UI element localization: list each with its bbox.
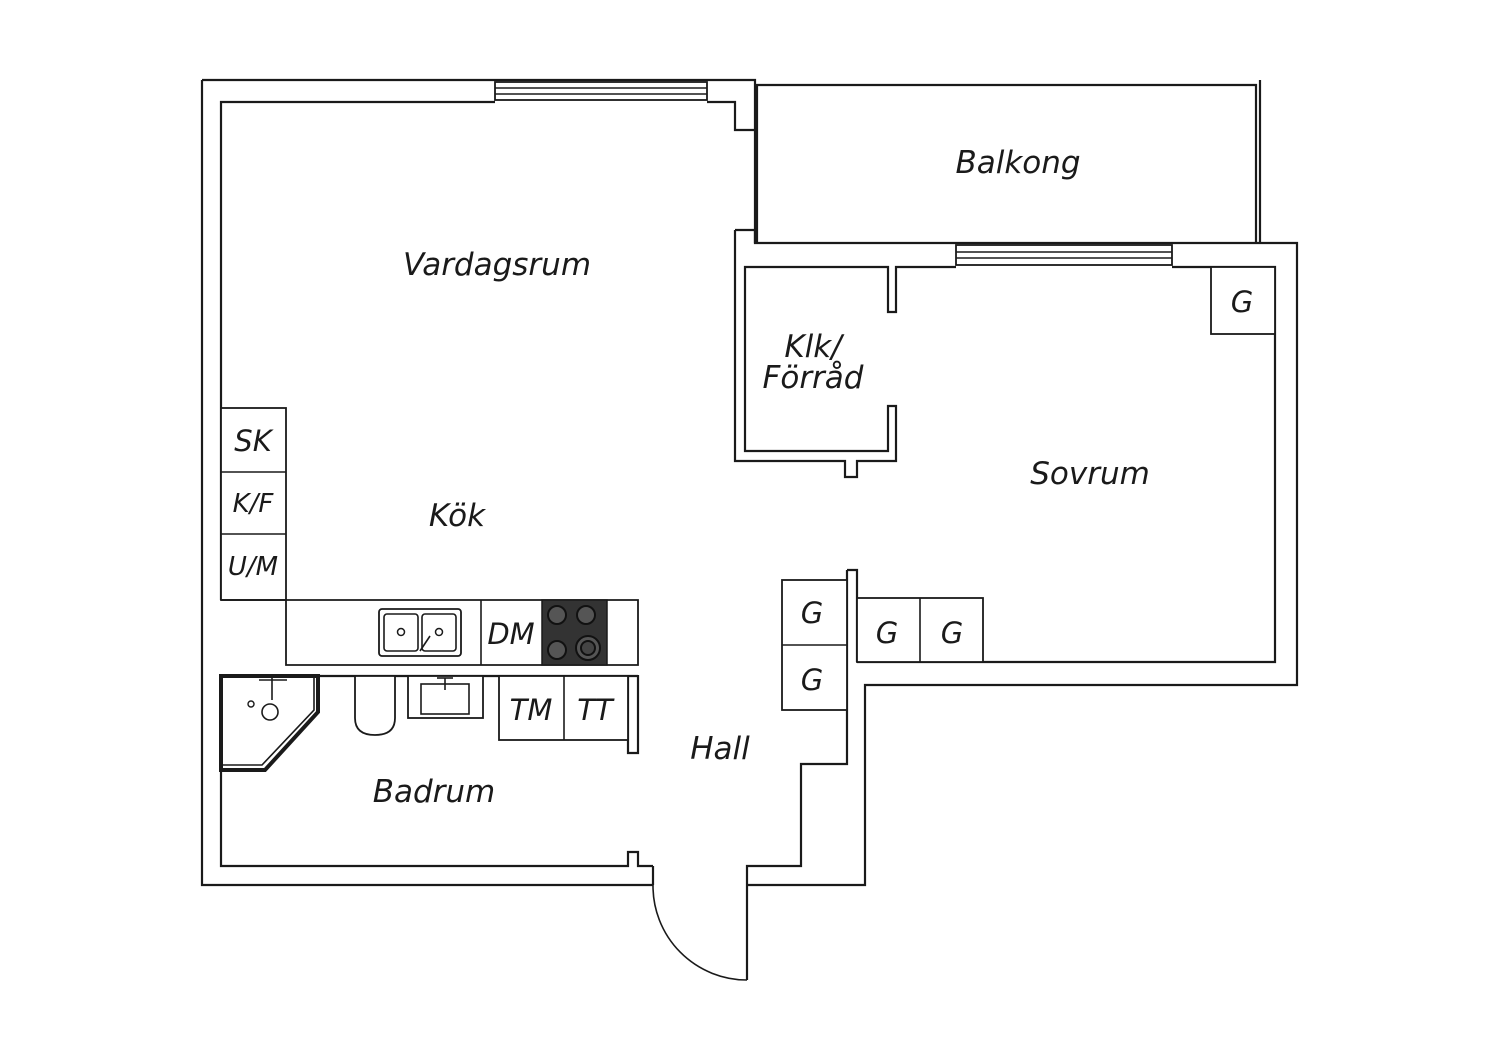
fixture-label-g-hall-top: G (801, 596, 823, 630)
stove-burners-icon (547, 605, 601, 661)
fixture-labels: SK K/F U/M DM TM TT G G G G G (228, 285, 1253, 727)
fixture-label-um: U/M (228, 552, 278, 582)
kitchen-counter (221, 599, 639, 666)
room-labels: Vardagsrum Balkong Klk/ Förråd Sovrum Kö… (373, 145, 1150, 810)
kitchen-sink-icon (378, 608, 462, 657)
fixture-label-tt: TT (577, 693, 615, 727)
inner-walls (219, 80, 1277, 980)
fixture-label-g-sovrum-right: G (941, 616, 963, 650)
room-label-vardagsrum: Vardagsrum (403, 247, 591, 283)
washbasin-icon (407, 675, 484, 719)
fixture-label-g-sovrum-left: G (876, 616, 898, 650)
laundry-units (498, 675, 629, 741)
fixture-label-g-hall-bottom: G (801, 663, 823, 697)
window-sovrum (955, 244, 1173, 266)
outer-walls (200, 78, 1299, 887)
fixture-label-sk: SK (234, 424, 273, 458)
window-vardagsrum (494, 81, 708, 101)
room-label-hall: Hall (690, 731, 750, 767)
shower-icon (219, 674, 320, 772)
room-label-kok: Kök (429, 498, 486, 534)
room-label-balkong: Balkong (955, 145, 1080, 181)
toilet-icon (354, 675, 396, 736)
room-label-sovrum: Sovrum (1030, 456, 1150, 492)
entrance-door (651, 866, 748, 981)
fixture-label-dm: DM (487, 617, 534, 651)
room-label-badrum: Badrum (373, 774, 496, 810)
fixture-label-kf: K/F (233, 489, 275, 519)
wardrobes (781, 266, 1276, 711)
fixture-label-g-sovrum-corner: G (1231, 285, 1253, 319)
room-label-klk-line2: Förråd (763, 360, 864, 396)
fixture-label-tm: TM (510, 693, 553, 727)
room-label-klk-line1: Klk/ (784, 329, 845, 365)
